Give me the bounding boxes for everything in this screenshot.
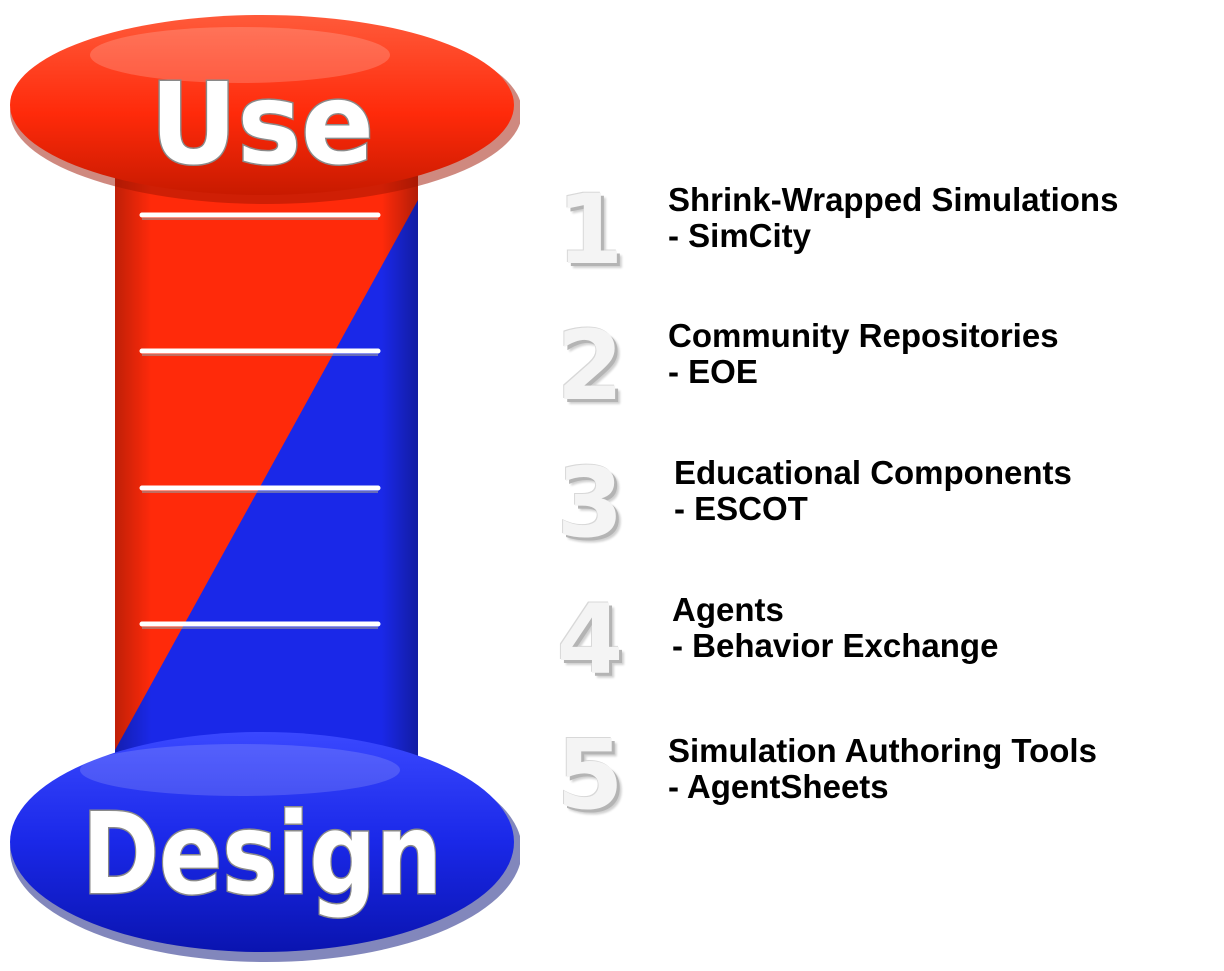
level-3-example: - ESCOT (674, 490, 808, 527)
use-design-scale: Use Design (10, 15, 520, 962)
level-2-example: - EOE (668, 353, 758, 390)
level-5-example: - AgentSheets (668, 768, 889, 805)
column (115, 150, 418, 790)
use-cap-ellipse (10, 15, 514, 195)
level-2-title: Community Repositories (668, 317, 1059, 354)
level-3-numeral: 3 (556, 447, 624, 559)
level-1-example: - SimCity (668, 217, 812, 254)
use-cap: Use (10, 15, 520, 204)
level-4-example: - Behavior Exchange (672, 627, 999, 664)
level-2-numeral: 2 (556, 310, 624, 422)
design-cap: Design (10, 732, 520, 962)
level-5-numeral: 5 (556, 719, 624, 831)
level-5-title: Simulation Authoring Tools (668, 732, 1097, 769)
use-label: Use (150, 60, 374, 190)
level-5-text: Simulation Authoring Tools - AgentSheets (668, 733, 1218, 805)
level-1-numeral: 1 (556, 174, 624, 286)
column-shading (115, 150, 418, 790)
level-2-text: Community Repositories - EOE (668, 318, 1218, 390)
level-1-title: Shrink-Wrapped Simulations (668, 181, 1119, 218)
design-label: Design (82, 790, 442, 920)
level-4-text: Agents - Behavior Exchange (672, 592, 1222, 664)
level-4-numeral: 4 (556, 584, 624, 696)
level-4-title: Agents (672, 591, 784, 628)
design-cap-ellipse (10, 732, 514, 952)
level-3-title: Educational Components (674, 454, 1072, 491)
level-1-text: Shrink-Wrapped Simulations - SimCity (668, 182, 1218, 254)
level-3-text: Educational Components - ESCOT (674, 455, 1224, 527)
